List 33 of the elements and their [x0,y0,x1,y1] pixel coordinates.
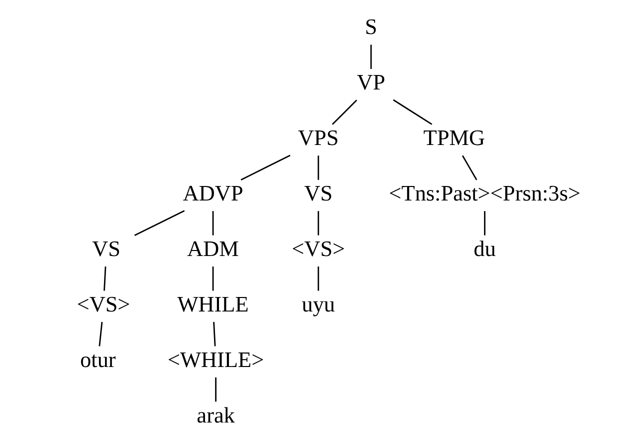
connector [318,211,320,236]
node-text: VS [92,236,120,261]
connector [318,266,320,291]
node-text: VS [304,180,333,206]
connector [104,266,106,291]
node-text: otur [80,346,116,372]
node-text: VPS [298,125,339,150]
connector [462,155,478,180]
connector [392,99,432,125]
node-text: uyu [302,291,335,316]
node-text: arak [196,402,235,428]
node-text: <VS> [76,291,130,316]
node-text: ADVP [182,180,244,206]
node-text: <Tns:Past><Prsn:3s> [388,180,581,206]
node-text: S [364,14,378,40]
connector [484,211,486,236]
node-text: VP [356,70,386,95]
node-text: <WHILE> [168,346,264,372]
connector [370,44,372,69]
connector [318,156,320,180]
node-text: du [474,236,496,261]
connector [240,154,290,181]
node-text: <VS> [292,236,346,261]
node-text: WHILE [177,291,249,316]
connector [215,377,216,402]
connector [134,210,185,236]
node-text: ADM [187,236,239,261]
connector [98,322,103,346]
connector [212,266,214,291]
connector [213,322,216,346]
node-text: TPMG [423,125,486,150]
connector [212,211,214,236]
connector [332,100,358,125]
